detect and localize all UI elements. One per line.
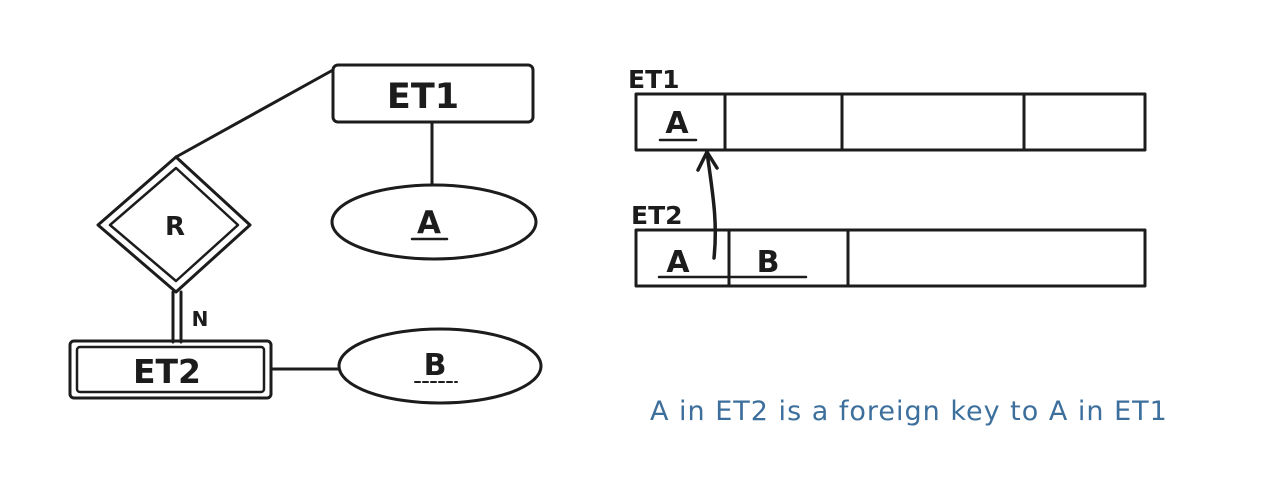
- foreign-key-arrow-head: [696, 150, 719, 172]
- connector-r-to-et1: [174, 68, 335, 159]
- table-et1-name: ET1: [628, 65, 680, 94]
- table-et2-border: [634, 228, 1147, 288]
- attribute-b: B: [337, 327, 543, 405]
- weak-entity-et2-inner-box: [75, 345, 266, 394]
- table-et2: A B: [634, 228, 1147, 288]
- table-et2-cell-b: B: [757, 245, 780, 280]
- attribute-b-label: B: [424, 348, 447, 383]
- table-et1-border: [634, 92, 1147, 152]
- attribute-b-ellipse: [337, 327, 543, 405]
- table-et1: A: [634, 92, 1147, 152]
- attribute-a: A: [330, 183, 538, 261]
- relationship-r: R: [96, 155, 252, 294]
- weak-entity-et2: ET2: [68, 339, 273, 400]
- entity-et1: ET1: [331, 63, 535, 124]
- entity-et1-label: ET1: [387, 77, 459, 117]
- cardinality-label: N: [192, 307, 209, 331]
- table-et1-cell-a: A: [665, 106, 689, 141]
- foreign-key-arrow-shaft: [705, 150, 718, 260]
- attribute-a-ellipse: [330, 183, 538, 261]
- relational-schema: ET1 A ET2 A B: [628, 65, 1147, 288]
- relationship-r-inner-diamond: [108, 166, 240, 283]
- foreign-key-note: A in ET2 is a foreign key to A in ET1: [650, 396, 1168, 427]
- relationship-r-label: R: [165, 212, 185, 242]
- er-diagram: ET1 A R N ET2 B: [68, 63, 543, 405]
- foreign-key-arrow: [696, 150, 719, 260]
- relationship-r-outer-diamond: [96, 155, 252, 294]
- table-et2-cell-a: A: [666, 245, 690, 280]
- table-et2-name: ET2: [631, 201, 683, 230]
- weak-entity-et2-label: ET2: [133, 352, 201, 391]
- attribute-a-label: A: [417, 205, 441, 241]
